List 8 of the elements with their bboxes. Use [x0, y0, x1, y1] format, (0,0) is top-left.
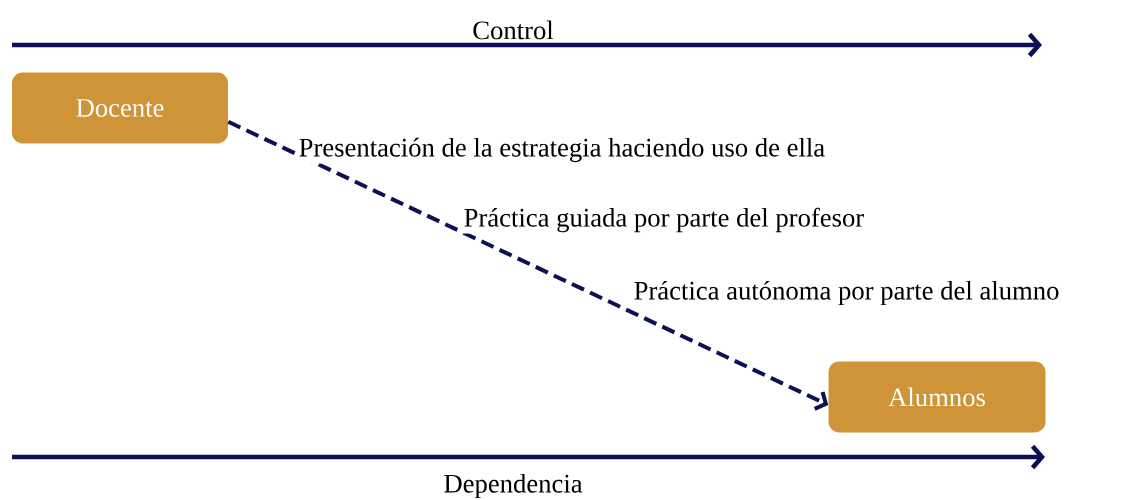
axis-label: Dependencia — [442, 472, 584, 500]
process-box: Alumnos — [828, 361, 1046, 433]
step-label: Práctica guiada por parte del profesor — [462, 206, 866, 234]
axis-label: Control — [470, 19, 556, 41]
step-label: Presentación de la estrategia haciendo uso de ella — [297, 136, 827, 164]
step-label: Práctica autónoma por parte del alumno — [632, 279, 1061, 307]
arrow — [227, 119, 829, 411]
process-box: Docente — [12, 72, 228, 144]
